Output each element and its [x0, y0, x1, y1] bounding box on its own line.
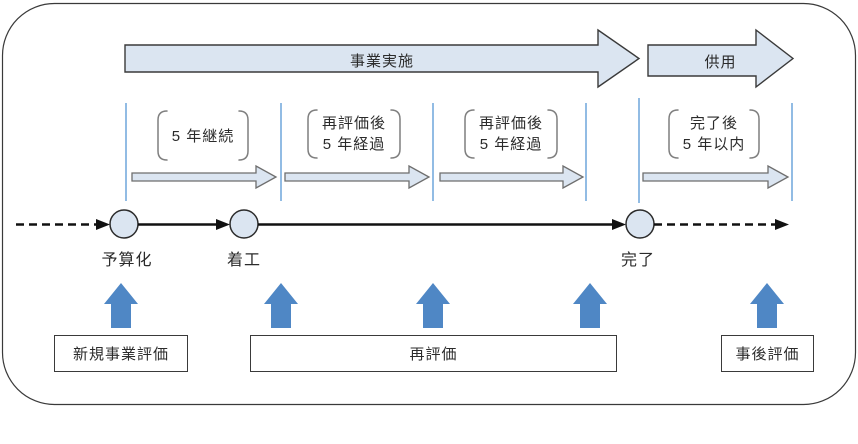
interval-bracket-3	[464, 109, 558, 159]
evaluation-box-reevaluation: 再評価	[250, 335, 617, 372]
milestone-circle-completion	[625, 209, 655, 239]
evaluation-box-new-project: 新規事業評価	[54, 335, 188, 372]
interval-label-2-line1: 再評価後	[321, 115, 386, 132]
interval-arrow-1	[131, 164, 278, 190]
phase-label-implementation: 事業実施	[349, 53, 414, 70]
interval-label-1-line1: 5 年継続	[171, 128, 235, 145]
milestone-label-completion: 完了	[620, 252, 655, 269]
interval-arrow-4	[642, 164, 790, 190]
timeline-arrowhead-4	[775, 219, 789, 230]
interval-label-4: 完了後 5 年以内	[664, 113, 764, 155]
interval-label-4-line2: 5 年以内	[682, 136, 746, 153]
milestone-label-construction-start: 着工	[226, 252, 261, 269]
interval-arrow-3	[439, 164, 585, 190]
evaluation-box-post-evaluation-label: 事後評価	[735, 346, 800, 363]
evaluation-up-arrow-3	[416, 283, 450, 328]
interval-label-2-line2: 5 年経過	[322, 136, 386, 153]
phase-label-service: 供用	[704, 54, 737, 71]
evaluation-up-arrow-5	[750, 283, 784, 328]
phase-arrow-implementation	[124, 28, 641, 89]
evaluation-box-reevaluation-label: 再評価	[409, 346, 458, 363]
interval-bracket-1	[157, 110, 249, 161]
evaluation-up-arrow-1	[104, 283, 138, 328]
outer-frame	[1, 2, 857, 406]
interval-label-1: 5 年継続	[153, 126, 253, 147]
timeline-arrowhead-2	[216, 219, 230, 230]
interval-label-4-line1: 完了後	[689, 115, 738, 132]
timeline-arrowhead-1	[96, 219, 110, 230]
evaluation-up-arrow-4	[573, 283, 607, 328]
phase-arrow-service	[647, 28, 795, 89]
interval-label-3-line1: 再評価後	[478, 115, 543, 132]
interval-label-3: 再評価後 5 年経過	[461, 113, 561, 155]
milestone-circle-construction-start	[229, 209, 259, 239]
milestone-circle-budgeting	[109, 209, 139, 239]
evaluation-up-arrow-2	[264, 283, 298, 328]
interval-label-2: 再評価後 5 年経過	[304, 113, 404, 155]
evaluation-box-new-project-label: 新規事業評価	[72, 346, 169, 363]
interval-label-3-line2: 5 年経過	[479, 136, 543, 153]
milestone-label-budgeting: 予算化	[101, 252, 153, 269]
interval-bracket-2	[307, 109, 401, 159]
interval-bracket-4	[668, 109, 760, 159]
evaluation-box-post-evaluation: 事後評価	[721, 335, 814, 372]
timeline-arrowhead-3	[612, 219, 626, 230]
interval-arrow-2	[284, 164, 431, 190]
